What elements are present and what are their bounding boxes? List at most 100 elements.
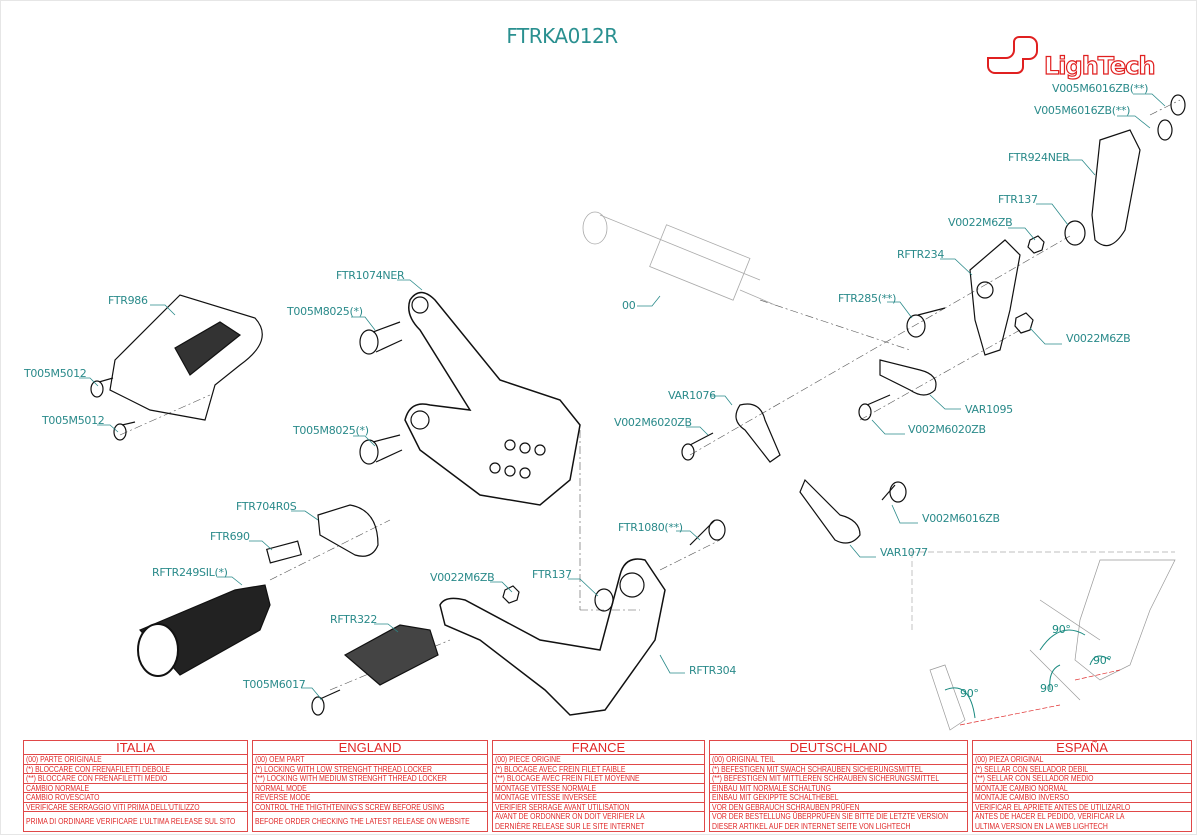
table-row: (**) LOCKING WITH MEDIUM STRENGHT THREAD… xyxy=(255,773,447,783)
table-row: EINBAU MIT GEKIPPTE SCHALTHEBEL xyxy=(712,792,839,802)
table-row: MONTAJE CAMBIO INVERSO xyxy=(975,792,1070,802)
table-row: (00) ORIGINAL TEIL xyxy=(712,754,776,764)
table-row: PRIMA DI ORDINARE VERIFICARE L'ULTIMA RE… xyxy=(26,816,236,826)
part-label: RFTR304 xyxy=(689,664,737,677)
legend-table-italia: ITALIA (00) PARTE ORIGINALE (*) BLOCCARE… xyxy=(23,740,248,832)
table-row: CAMBIO NORMALE xyxy=(26,782,90,793)
table-row: VERIFIER SERRAGE AVANT UTILISATION xyxy=(495,801,630,812)
part-label: FTR285(**) xyxy=(838,292,897,305)
nuts-washers xyxy=(502,220,1086,612)
rearset-plate-ftr1074ner xyxy=(404,291,581,506)
heel-guard-ftr986 xyxy=(109,294,263,421)
angle-label: 90° xyxy=(960,687,979,700)
table-row: ULTIMA VERSION EN LA WEB LIGHTECH xyxy=(975,820,1108,831)
part-label: RFTR234 xyxy=(897,248,945,261)
oem-linkage-rod xyxy=(582,211,776,306)
svg-text:LighTech: LighTech xyxy=(1044,52,1155,80)
table-row: (**) BEFESTIGEN MIT MITTLEREN SCHRAUBEN … xyxy=(712,773,940,783)
table-row: CONTROL THE THIGTHTENING'S SCREW BEFORE … xyxy=(255,801,445,812)
table-row: MONTAGE VITESSE NORMALE xyxy=(495,782,597,793)
table-row: (00) PIECE ORIGINE xyxy=(495,754,561,764)
angle-label: 90° xyxy=(1052,623,1071,636)
legend-table-france: FRANCE (00) PIECE ORIGINE (*) BLOCAGE AV… xyxy=(492,740,705,832)
part-label: FTR690 xyxy=(210,530,250,543)
spacer-ftr690 xyxy=(265,540,303,564)
part-label: RFTR322 xyxy=(330,613,378,626)
bracket-ftr704r0s xyxy=(317,504,379,557)
table-row: ANTES DE HACER EL PEDIDO, VERIFICAR LA xyxy=(975,811,1125,821)
table-row: VERIFICARE SERRAGGIO VITI PRIMA DELL'UTI… xyxy=(26,801,200,812)
table-row: (00) OEM PART xyxy=(255,754,305,764)
table-header: DEUTSCHLAND xyxy=(710,741,967,755)
part-label: FTR704R0S xyxy=(236,500,297,513)
angle-arcs xyxy=(944,629,1111,719)
table-row: (*) BLOCAGE AVEC FREIN FILET FAIBLE xyxy=(495,763,626,774)
legend-table-england: ENGLAND (00) OEM PART (*) LOCKING WITH L… xyxy=(252,740,488,832)
shift-lever-rftr304 xyxy=(439,558,666,716)
part-label: V0022M6ZB xyxy=(948,216,1013,229)
parts-drawing xyxy=(79,93,1186,731)
table-row: NORMAL MODE xyxy=(255,782,307,793)
part-label: V002M6020ZB xyxy=(908,423,986,436)
part-label: FTR137 xyxy=(532,568,572,581)
table-row: REVERSE MODE xyxy=(255,792,311,802)
part-label: FTR924NER xyxy=(1008,151,1070,164)
table-row: (**) BLOCAGE AVEC FREIN FILET MOYENNE xyxy=(495,773,640,783)
bracket-rftr234 xyxy=(969,239,1021,356)
part-label: VAR1077 xyxy=(880,546,928,559)
table-row: DIESER ARTIKEL AUF DER INTERNET SEITE VO… xyxy=(712,820,911,831)
part-label: T005M5012 xyxy=(24,367,87,380)
table-header: ITALIA xyxy=(24,741,247,755)
part-label: T005M8025(*) xyxy=(287,305,363,318)
table-row: MONTAJE CAMBIO NORMAL xyxy=(975,782,1068,793)
axis-lines xyxy=(119,99,1181,691)
rod-end-var1095 xyxy=(879,359,937,396)
footpeg-rftr249sil xyxy=(137,584,271,677)
table-row: (00) PARTE ORIGINALE xyxy=(26,754,102,764)
table-row: (*) LOCKING WITH LOW STRENGHT THREAD LOC… xyxy=(255,763,432,774)
table-row: (**) BLOCCARE CON FRENAFILETTI MEDIO xyxy=(26,773,168,783)
part-label: V005M6016ZB(**) xyxy=(1034,104,1131,117)
table-row: VOR DER BESTELLUNG ÜBERPRÜFEN SIE BITTE … xyxy=(712,811,949,821)
part-label: T005M8025(*) xyxy=(293,424,369,437)
table-header: ENGLAND xyxy=(253,741,487,755)
shift-peg-rftr322 xyxy=(343,624,439,686)
part-label: RFTR249SIL(*) xyxy=(152,566,228,579)
lightech-logo: LighTech xyxy=(987,36,1156,80)
table-row: (00) PIEZA ORIGINAL xyxy=(975,754,1044,764)
table-row: (*) BLOCCARE CON FRENAFILETTI DEBOLE xyxy=(26,763,171,774)
bracket-ftr924ner xyxy=(1091,129,1141,247)
table-row: (*) BEFESTIGEN MIT SWACH SCHRAUBEN SICHE… xyxy=(712,763,923,774)
table-row: DERNIÈRE RELEASE SUR LE SITE INTERNET xyxy=(495,820,645,831)
setup-inset-drawing xyxy=(929,559,1176,731)
rod-end-var1077 xyxy=(799,478,861,544)
table-header: FRANCE xyxy=(493,741,704,755)
angle-label: 90° xyxy=(1040,682,1059,695)
part-label: V0022M6ZB xyxy=(430,571,495,584)
part-label: V002M6020ZB xyxy=(614,416,692,429)
table-row: VOR DEN GEBRAUCH SCHRAUBEN PRÜFEN xyxy=(712,801,860,812)
part-label: FTR986 xyxy=(108,294,148,307)
table-row: AVANT DE ORDONNER ON DOIT VERIFIER LA xyxy=(495,811,645,821)
rod-end-var1076 xyxy=(735,403,781,463)
part-label: VAR1095 xyxy=(965,403,1013,416)
screws xyxy=(90,94,1186,716)
leader-lines xyxy=(79,93,1166,701)
kit-title: FTRKA012R xyxy=(506,24,618,48)
table-header: ESPAÑA xyxy=(973,741,1191,755)
table-row: (**) SELLAR CON SELLADOR MEDIO xyxy=(975,773,1094,783)
table-row: BEFORE ORDER CHECKING THE LATEST RELEASE… xyxy=(255,816,470,826)
table-row: EINBAU MIT NORMALE SCHALTUNG xyxy=(712,782,831,793)
part-label: T005M6017 xyxy=(243,678,306,691)
table-row: (*) SELLAR CON SELLADOR DEBIL xyxy=(975,763,1089,774)
part-label: VAR1076 xyxy=(668,389,716,402)
part-label: 00 xyxy=(622,299,636,312)
table-row: VERIFICAR EL APRIETE ANTES DE UTILIZARLO xyxy=(975,801,1131,812)
part-label: V005M6016ZB(**) xyxy=(1052,82,1149,95)
legend-table-espana: ESPAÑA (00) PIEZA ORIGINAL (*) SELLAR CO… xyxy=(972,740,1192,832)
part-label: V0022M6ZB xyxy=(1066,332,1131,345)
table-row: MONTAGE VITESSE INVERSEE xyxy=(495,792,597,802)
part-label: FTR1074NER xyxy=(336,269,405,282)
part-label: FTR137 xyxy=(998,193,1038,206)
